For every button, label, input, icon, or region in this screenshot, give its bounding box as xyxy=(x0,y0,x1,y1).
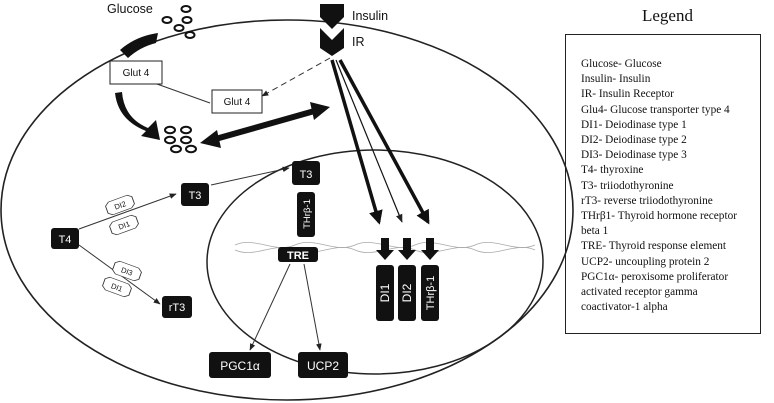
t3-cytoplasm-box xyxy=(181,183,209,206)
enzyme-di3-lower: DI3 xyxy=(112,260,142,282)
glut4-vesicle-label: Glut 4 xyxy=(224,97,251,108)
legend-item: Glucose- Glucose xyxy=(581,58,662,70)
legend-item: DI3- Deiodinase type 3 xyxy=(581,149,687,162)
glut4-membrane-label: Glut 4 xyxy=(123,68,150,79)
legend-item: activated receptor gamma xyxy=(581,286,698,299)
legend-item: THrβ1- Thyroid hormone receptor xyxy=(581,210,738,223)
tre-label: TRE xyxy=(287,250,309,262)
ir-signaling-arrows xyxy=(330,59,430,225)
legend-title: Legend xyxy=(642,6,693,25)
insulin-receptor-shape xyxy=(320,28,344,56)
t4-label: T4 xyxy=(59,234,72,246)
gene-di1-label: DI1 xyxy=(378,283,392,302)
enzyme-di1-upper-label: DI1 xyxy=(117,219,131,231)
enzyme-di1-upper: DI1 xyxy=(109,214,139,236)
tre-target-arrows xyxy=(249,263,322,351)
tre-box xyxy=(278,247,318,262)
t3-nucleus-box xyxy=(292,161,320,185)
glut4-vesicle-box xyxy=(211,89,263,114)
rt3-box xyxy=(162,296,192,318)
insulin-label: Insulin xyxy=(352,9,388,23)
ir-to-glut4-dashed-arrow xyxy=(261,57,331,97)
pgc1a-label: PGC1α xyxy=(220,359,260,373)
legend-item: Insulin- Insulin xyxy=(581,73,651,86)
legend-item: T4- thyroxine xyxy=(581,164,644,177)
insulin-ligand-shape xyxy=(320,4,344,29)
legend-item: coactivator-1 alpha xyxy=(581,301,668,314)
t3-nucleus-label: T3 xyxy=(300,169,313,181)
legend-item: PGC1α- peroxisome proliferator xyxy=(581,270,729,283)
enzyme-di2-upper-label: DI2 xyxy=(113,199,127,211)
enzyme-di3-lower-label: DI3 xyxy=(120,265,134,277)
ir-label: IR xyxy=(352,35,365,49)
enzyme-di1-lower: DI1 xyxy=(102,276,132,298)
thrb1-receptor-box xyxy=(297,192,315,237)
legend-item: rT3- reverse triiodothyronine xyxy=(581,194,713,207)
gene-di1-box xyxy=(376,265,394,321)
legend-item: beta 1 xyxy=(581,225,609,238)
t3-cytoplasm-label: T3 xyxy=(189,190,202,202)
legend-item: Glu4- Glucose transporter type 4 xyxy=(581,103,730,116)
glucose-label: Glucose xyxy=(107,2,153,16)
gene-thrb1-box xyxy=(421,265,439,321)
gene-di2-label: DI2 xyxy=(400,283,414,302)
t4-box xyxy=(51,228,79,249)
legend-item: IR- Insulin Receptor xyxy=(581,88,674,101)
legend-item: T3- triiodothyronine xyxy=(581,179,674,192)
double-arrow-head-left xyxy=(200,130,221,148)
gene-di2-box xyxy=(398,265,416,321)
legend-item: TRE- Thyroid response element xyxy=(581,240,727,253)
ucp2-label: UCP2 xyxy=(307,359,339,373)
glucose-molecules-inside xyxy=(164,125,197,154)
legend-item: DI1- Deiodinase type 1 xyxy=(581,118,687,131)
enzyme-di1-lower-label: DI1 xyxy=(110,281,124,293)
legend-item: UCP2- uncoupling protein 2 xyxy=(581,255,710,268)
thrb1-receptor-label: THrβ-1 xyxy=(302,199,313,229)
glucose-entry-wedge-top xyxy=(120,33,158,58)
cell-membrane xyxy=(0,19,574,401)
gene-thrb1-label: THrβ-1 xyxy=(425,276,437,310)
double-headed-arrow xyxy=(211,107,319,143)
pgc1a-box xyxy=(209,352,271,378)
legend-item: DI2- Deiodinase type 2 xyxy=(581,134,687,147)
glut4-membrane-box xyxy=(109,60,163,85)
gene-expression-arrows xyxy=(376,238,439,260)
rt3-label: rT3 xyxy=(169,302,186,314)
glucose-molecules-outside xyxy=(161,5,196,39)
enzyme-di2-upper: DI2 xyxy=(105,194,135,216)
glucose-entry-wedge-bottom xyxy=(115,92,160,140)
double-arrow-head-right xyxy=(310,102,330,120)
ucp2-box xyxy=(298,352,348,378)
nucleus xyxy=(206,149,544,375)
